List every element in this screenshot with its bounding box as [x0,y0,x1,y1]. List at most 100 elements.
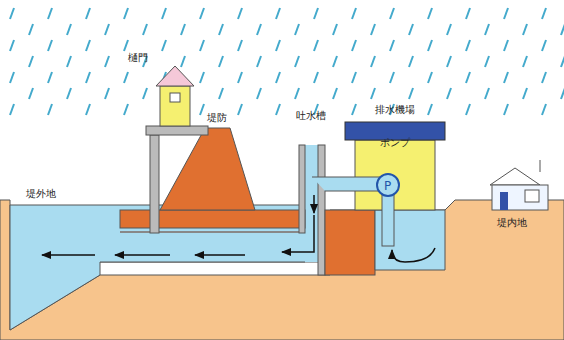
rain-drop [124,72,128,83]
rain-drop [295,56,299,67]
rain-drop [10,104,14,115]
discharge-pipe [312,177,384,191]
rain-drop [371,24,375,35]
rain-drop [29,56,33,67]
gate-deck [146,126,208,135]
rain-drop [105,56,109,67]
rain-drop [447,24,451,35]
rain-drop [352,104,356,115]
rain-drop [48,8,52,19]
rain-drop [390,40,394,51]
tank-wall [318,145,325,275]
rain-drop [48,104,52,115]
rain-drop [542,40,546,51]
rain-drop [29,88,33,99]
rain-drop [10,8,14,19]
rain-drop [409,88,413,99]
rain-drop [314,72,318,83]
levee [160,128,255,210]
rain-drop [561,24,564,35]
flow-arrows [42,195,435,262]
rain-drop [314,40,318,51]
rain-drop [257,56,261,67]
rain-drop [276,104,280,115]
rain-drop [295,24,299,35]
pump-label: ポンプ [345,137,445,148]
rain-drop [105,24,109,35]
rain [10,8,564,115]
rain-drop [333,56,337,67]
rain-drop [504,72,508,83]
rain-drop [295,88,299,99]
pump-symbol [377,174,399,196]
rain-drop [409,24,413,35]
gate-label: 樋門 [128,52,148,63]
rain-drop [447,56,451,67]
rain-drop [523,56,527,67]
rain-drop [200,104,204,115]
rain-drop [67,56,71,67]
rain-drop [162,40,166,51]
rain-drop [390,8,394,19]
rain-drop [561,56,564,67]
rain-drop [238,8,242,19]
rain-drop [238,104,242,115]
rain-drop [542,8,546,19]
pump-letter: P [384,179,391,193]
rain-drop [10,40,14,51]
gate-roof [156,66,194,86]
culvert-water [100,228,325,262]
rain-drop [466,40,470,51]
tank-label: 吐水槽 [296,110,326,121]
rain-drop [466,104,470,115]
rain-drop [276,72,280,83]
pump-house [355,140,435,210]
levee-base [120,210,305,228]
rain-drop [466,8,470,19]
station-name: 排水機場 [345,104,445,115]
rain-drop [390,72,394,83]
rain-drop [333,24,337,35]
rain-drop [48,40,52,51]
rain-drop [428,104,432,115]
inland-label: 堤内地 [497,217,527,228]
rain-drop [124,40,128,51]
rain-drop [352,72,356,83]
rain-drop [67,24,71,35]
rain-drop [124,8,128,19]
rain-drop [276,40,280,51]
rain-drop [485,24,489,35]
rain-drop [143,88,147,99]
rain-drop [219,24,223,35]
pump-station: 排水機場ポンプ [345,104,445,148]
rain-drop [86,104,90,115]
rain-drop [124,104,128,115]
rain-drop [162,8,166,19]
rain-drop [523,88,527,99]
rain-drop [504,40,508,51]
rain-drop [181,24,185,35]
rain-drop [485,88,489,99]
rain-drop [542,72,546,83]
gate-pole [150,135,159,233]
riverside-label: 堤外地 [26,188,56,199]
rain-drop [371,88,375,99]
rain-drop [352,8,356,19]
rain-drop [29,24,33,35]
rain-drop [333,88,337,99]
rain-drop [200,40,204,51]
tank-wall [299,145,305,233]
rain-drop [542,104,546,115]
suction-pipe [382,192,394,246]
rain-drop [523,24,527,35]
rain-drop [561,88,564,99]
rain-drop [428,72,432,83]
rain-drop [257,88,261,99]
rain-drop [67,88,71,99]
rain-drop [86,72,90,83]
rain-drop [504,8,508,19]
rain-drop [181,56,185,67]
gate-tower [160,86,190,126]
